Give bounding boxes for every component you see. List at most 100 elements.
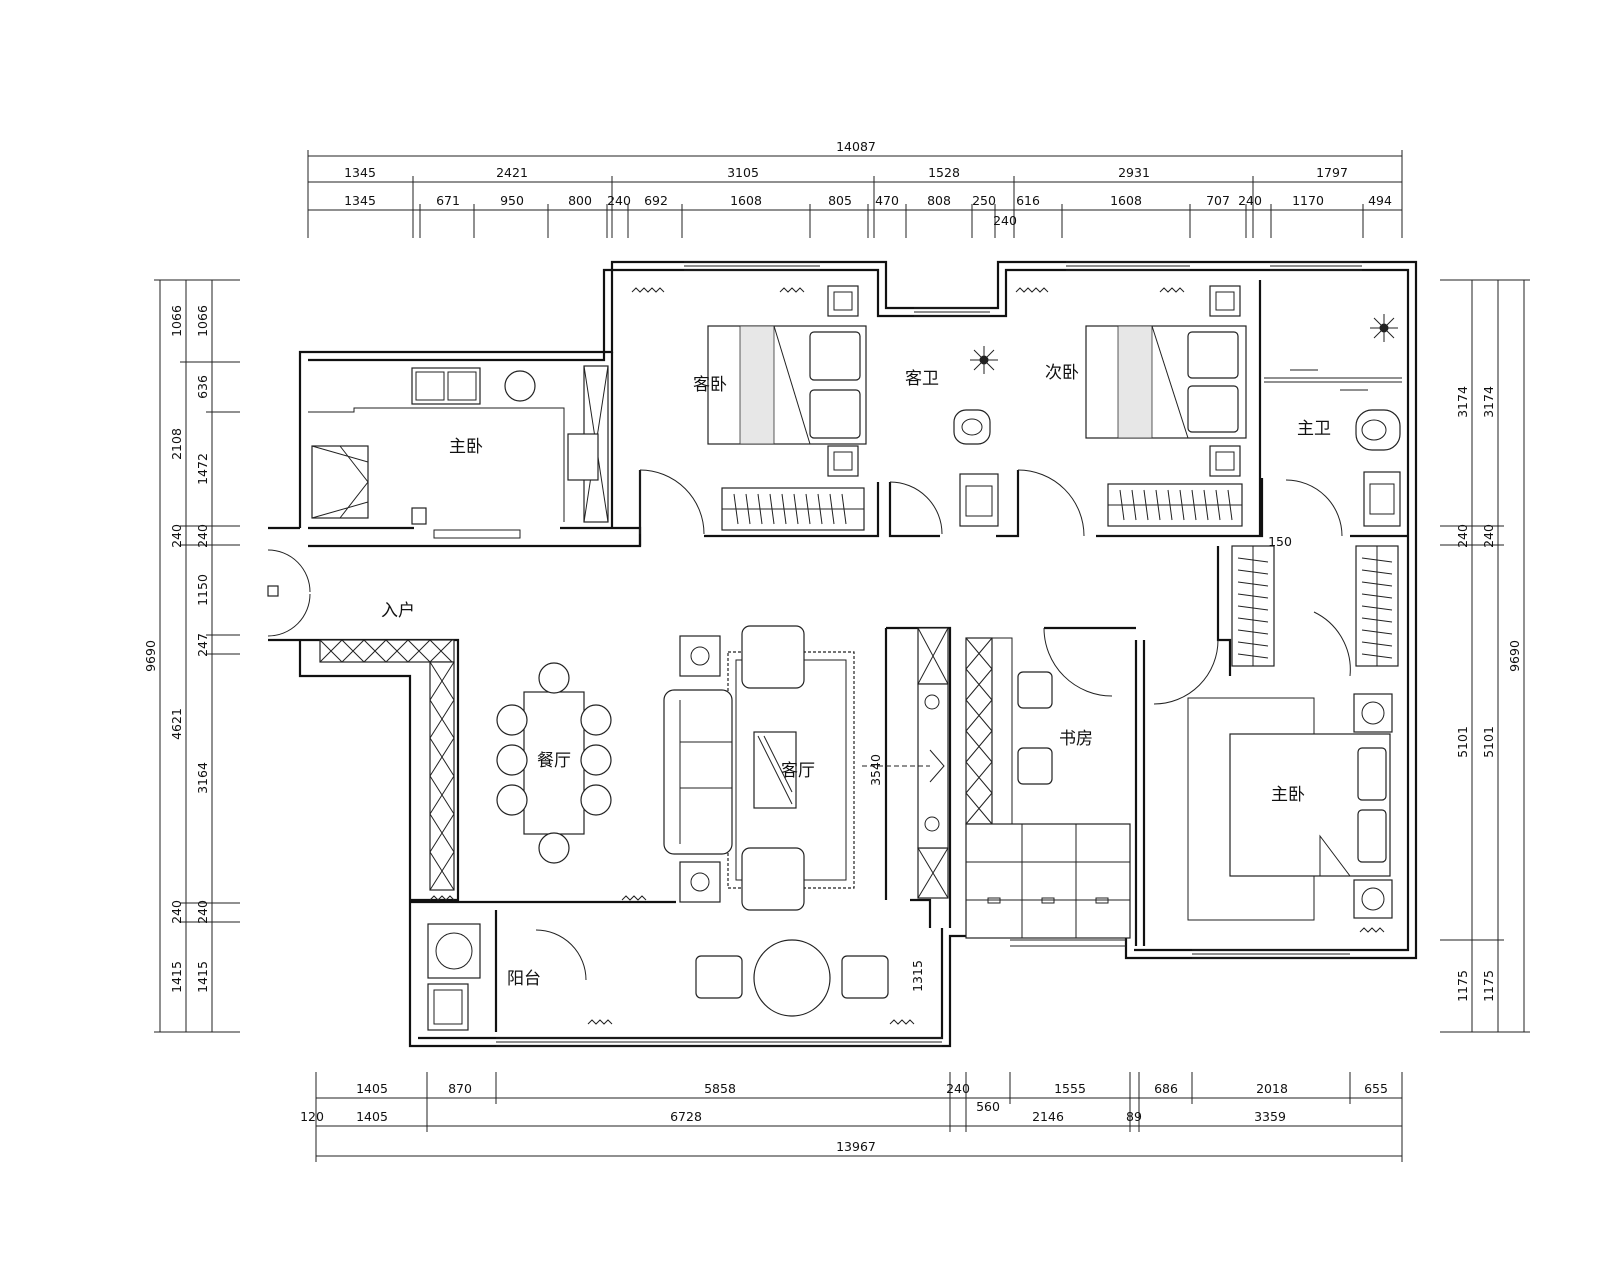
windows	[496, 261, 1362, 1047]
label-study: 书房	[1059, 729, 1093, 749]
label-living: 客厅	[781, 761, 815, 781]
chair-icon	[1017, 747, 1053, 785]
dim-top-r2-9: 808	[927, 193, 951, 208]
label-master-bath: 主卫	[1297, 419, 1331, 439]
dim-top-r1-5: 1797	[1316, 165, 1348, 180]
dim-left-i-6: 3164	[195, 762, 210, 794]
armchair-icon	[741, 625, 805, 689]
dimension-lines	[154, 150, 1530, 1162]
label-dining: 餐厅	[537, 751, 571, 771]
guest-bath	[953, 346, 999, 527]
master-bath	[1264, 314, 1402, 527]
dim-top-r1-2: 3105	[727, 165, 759, 180]
switch-icon	[267, 585, 279, 597]
left-dimensions: 9690 1066 2108 240 4621 240 1415 1066 63…	[143, 305, 210, 993]
dim-top-r2-1: 671	[436, 193, 460, 208]
dim-right-total: 9690	[1507, 640, 1522, 672]
dim-top-r2-10: 250	[972, 193, 996, 208]
doors	[267, 469, 1351, 981]
dim-left-i-2: 1472	[195, 453, 210, 485]
dim-bot-r2-2: 6728	[670, 1109, 702, 1124]
balcony	[427, 895, 915, 1031]
dim-left-o-0: 1066	[169, 305, 184, 337]
top-dimensions: 14087 1345 2421 3105 1528 2931 1797 1345…	[344, 139, 1392, 228]
dim-top-extra: 240	[993, 213, 1017, 228]
dim-bot-r2-6: 3359	[1254, 1109, 1286, 1124]
dim-top-r1-3: 1528	[928, 165, 960, 180]
dim-bot-r1-3: 240	[946, 1081, 970, 1096]
dim-top-total: 14087	[836, 139, 876, 154]
dim-left-total: 9690	[143, 640, 158, 672]
label-master-bedroom: 主卧	[1271, 785, 1305, 805]
dim-top-r2-8: 470	[875, 193, 899, 208]
right-dimensions: 3174 240 5101 1175 3174 240 5101 1175 96…	[1455, 386, 1522, 1002]
label-guest-bath: 客卫	[905, 369, 939, 389]
dim-left-o-5: 1415	[169, 961, 184, 993]
dim-3540: 3540	[868, 754, 883, 786]
label-balcony: 阳台	[507, 969, 541, 989]
study	[965, 637, 1131, 939]
dim-left-o-4: 240	[169, 900, 184, 924]
shower-icon	[1370, 314, 1398, 342]
sink-icon	[1363, 471, 1401, 527]
room-labels: 主卧 客卧 客卫 次卧 主卫 入户 餐厅 客厅 书房 主卧 阳台	[381, 363, 1331, 989]
dim-top-r1-4: 2931	[1118, 165, 1150, 180]
dim-left-o-1: 2108	[169, 428, 184, 460]
sofa-icon	[663, 689, 733, 855]
dim-bot-r1-5: 686	[1154, 1081, 1178, 1096]
dim-top-r2-4: 240	[607, 193, 631, 208]
second-bedroom	[1015, 285, 1247, 527]
label-second-bedroom: 次卧	[1045, 363, 1079, 383]
entry-area	[267, 585, 455, 891]
dim-top-r1-0: 1345	[344, 165, 376, 180]
dim-top-r2-14: 240	[1238, 193, 1262, 208]
dim-1315: 1315	[910, 960, 925, 992]
dim-top-r2-3: 800	[568, 193, 592, 208]
bottom-dimensions: 1405 870 5858 240 1555 686 2018 655 120 …	[300, 1081, 1388, 1154]
dim-left-i-8: 1415	[195, 961, 210, 993]
dim-top-r2-2: 950	[500, 193, 524, 208]
dim-bot-r1-7: 655	[1364, 1081, 1388, 1096]
dim-bot-r2-3: 560	[976, 1099, 1000, 1114]
dim-right-i-3: 1175	[1481, 970, 1496, 1002]
dim-left-i-4: 1150	[195, 574, 210, 606]
dining-table	[496, 662, 612, 864]
dim-right-i-1: 240	[1481, 524, 1496, 548]
dim-bot-r1-1: 870	[448, 1081, 472, 1096]
dim-top-r2-7: 805	[828, 193, 852, 208]
kitchen	[308, 365, 609, 539]
master-bedroom	[1187, 693, 1393, 933]
dim-top-r2-11: 616	[1016, 193, 1040, 208]
shower-icon	[970, 346, 998, 374]
living-room: 3540 1315	[663, 625, 949, 1017]
dim-left-i-3: 240	[195, 524, 210, 548]
dim-left-i-0: 1066	[195, 305, 210, 337]
label-entry: 入户	[381, 601, 415, 621]
guest-bedroom	[631, 285, 867, 531]
sink-icon	[427, 983, 469, 1031]
dim-right-o-0: 3174	[1455, 386, 1470, 418]
dim-bot-r2-5: 89	[1126, 1109, 1142, 1124]
toilet-icon	[953, 409, 991, 445]
dim-top-r2-13: 707	[1206, 193, 1230, 208]
dim-left-i-5: 247	[195, 633, 210, 657]
dim-top-r1-1: 2421	[496, 165, 528, 180]
dim-right-i-2: 5101	[1481, 726, 1496, 758]
dim-left-o-2: 240	[169, 524, 184, 548]
stove-icon	[504, 370, 536, 402]
dim-bot-r1-4: 1555	[1054, 1081, 1086, 1096]
dim-bot-r1-6: 2018	[1256, 1081, 1288, 1096]
dim-right-o-3: 1175	[1455, 970, 1470, 1002]
label-kitchen: 主卧	[449, 437, 483, 457]
round-table-icon	[753, 939, 831, 1017]
corridor-wardrobes	[1231, 545, 1399, 667]
dim-left-o-3: 4621	[169, 708, 184, 740]
dim-bot-r2-4: 2146	[1032, 1109, 1064, 1124]
dim-right-o-1: 240	[1455, 524, 1470, 548]
dim-top-r2-12: 1608	[1110, 193, 1142, 208]
toilet-icon	[1355, 409, 1401, 451]
dim-bot-r1-2: 5858	[704, 1081, 736, 1096]
dim-left-i-7: 240	[195, 900, 210, 924]
dim-top-r2-15: 1170	[1292, 193, 1324, 208]
